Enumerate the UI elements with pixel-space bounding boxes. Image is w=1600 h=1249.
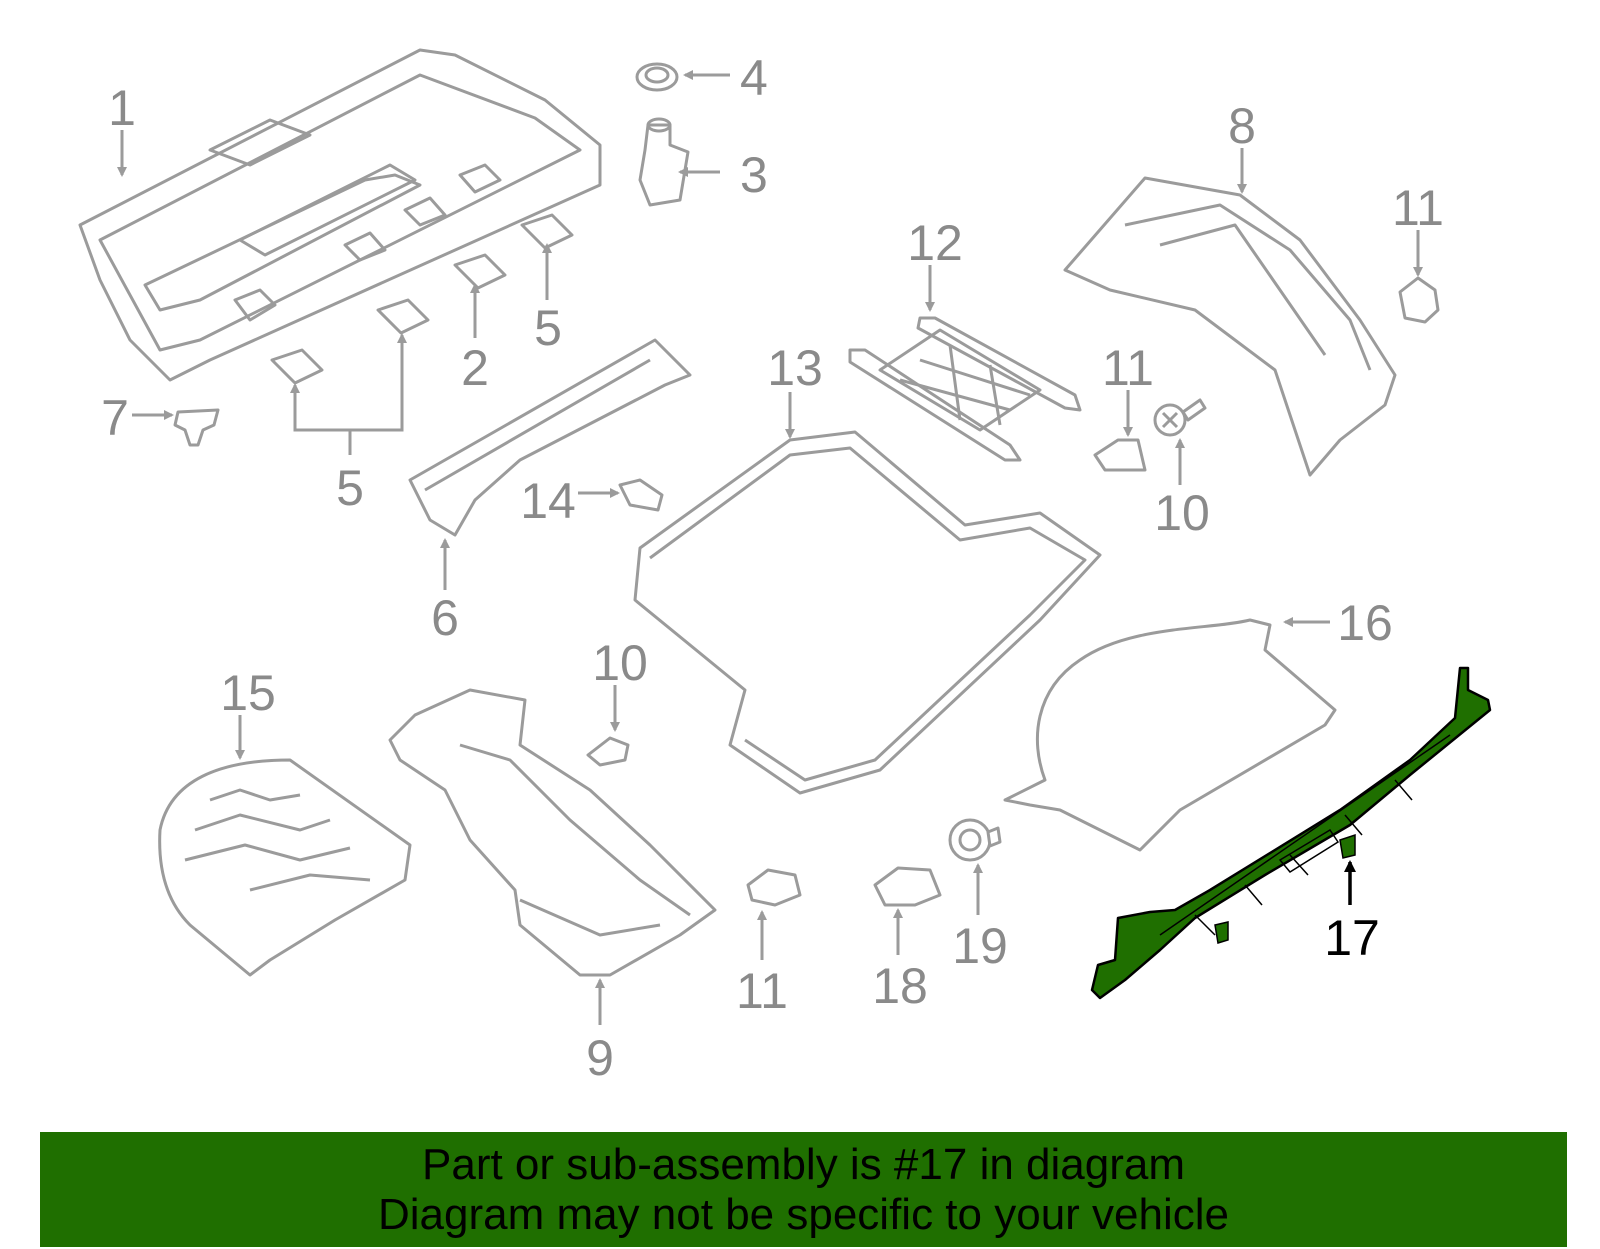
part-4-grommet — [635, 62, 679, 92]
callout-1: 1 — [108, 80, 136, 136]
info-banner: Part or sub-assembly is #17 in diagram D… — [40, 1132, 1567, 1247]
part-16-floor-board — [1003, 618, 1337, 852]
part-12-cargo-net — [848, 316, 1082, 462]
callout-15: 15 — [220, 665, 276, 721]
callout-6: 6 — [431, 590, 459, 646]
part-1-package-tray — [78, 48, 602, 382]
callout-10-mid: 10 — [592, 635, 648, 691]
part-10-screw-a — [1153, 398, 1207, 437]
callout-11-bottom: 11 — [736, 963, 788, 1019]
callout-19: 19 — [952, 918, 1008, 974]
part-3-bumper-stop — [638, 117, 690, 207]
callout-5-upper: 5 — [534, 300, 562, 356]
part-5-clip-a — [520, 213, 574, 250]
part-17-rear-sill-trim — [1090, 666, 1492, 1000]
callout-12: 12 — [907, 215, 963, 271]
part-18-clip — [873, 866, 942, 907]
callout-17: 17 — [1324, 910, 1380, 966]
callout-labels: 1 2 3 4 5 5 6 7 8 9 10 10 11 11 11 12 13… — [101, 50, 1444, 1086]
part-10-screw-b — [586, 736, 630, 767]
callout-9: 9 — [586, 1030, 614, 1086]
part-5-clip-c — [376, 298, 430, 335]
part-7-push-clip — [173, 408, 220, 447]
banner-line-disclaimer: Diagram may not be specific to your vehi… — [377, 1190, 1230, 1239]
callout-7: 7 — [101, 390, 129, 446]
callout-5-lower: 5 — [336, 460, 364, 516]
callout-4: 4 — [740, 50, 768, 106]
callout-11-right: 11 — [1392, 180, 1444, 236]
callout-3: 3 — [740, 147, 768, 203]
part-14-screw — [618, 478, 664, 512]
callout-2: 2 — [461, 340, 489, 396]
part-11-clip-a — [1398, 276, 1440, 324]
part-13-trunk-mat — [633, 430, 1102, 795]
callout-8: 8 — [1228, 98, 1256, 154]
callout-14: 14 — [520, 473, 576, 529]
callout-10-right: 10 — [1154, 485, 1210, 541]
part-19-grommet — [948, 818, 1002, 862]
leader-lines — [117, 70, 1423, 1025]
callout-11-mid: 11 — [1102, 340, 1154, 396]
part-11-clip-c — [746, 868, 802, 907]
part-11-clip-b — [1093, 438, 1147, 472]
callout-13: 13 — [767, 340, 823, 396]
part-15-spare-tire-cover — [158, 758, 412, 977]
part-5-clip-b — [270, 348, 324, 385]
banner-line-part: Part or sub-assembly is #17 in diagram — [422, 1140, 1185, 1189]
part-8-side-trim-right — [1063, 176, 1397, 477]
part-6-trim-plate — [408, 338, 692, 537]
part-9-side-trim-left — [388, 688, 717, 977]
part-2-clip — [453, 253, 507, 290]
callout-16: 16 — [1337, 595, 1393, 651]
callout-18: 18 — [872, 958, 928, 1014]
